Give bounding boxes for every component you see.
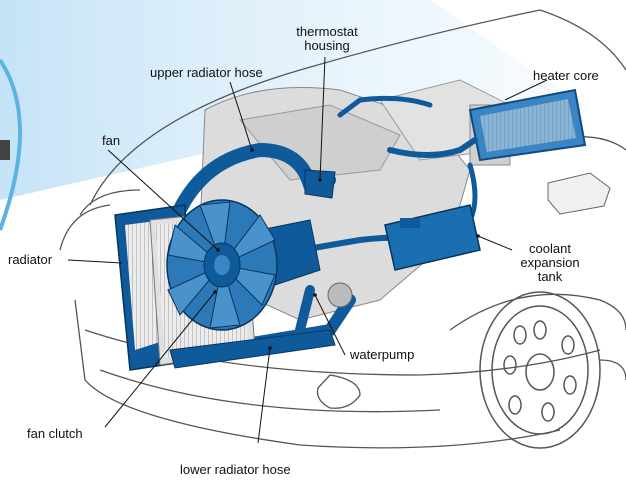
label-coolant-line2: expansion — [520, 255, 580, 270]
car-body — [59, 9, 626, 449]
label-thermostat-line1: thermostat — [296, 24, 358, 39]
label-fan: fan — [102, 133, 121, 148]
label-coolant-line1: coolant — [529, 241, 571, 256]
label-coolant-expansion-tank: coolant expansion tank — [508, 242, 592, 284]
label-waterpump: waterpump — [350, 347, 415, 362]
leader-lines — [67, 56, 548, 444]
label-upper-radiator-hose: upper radiator hose — [150, 65, 263, 80]
label-thermostat-line2: housing — [304, 38, 350, 53]
fan — [166, 199, 278, 331]
control-module — [547, 172, 611, 215]
label-lower-radiator-hose: lower radiator hose — [180, 462, 291, 477]
thermostat-housing — [304, 169, 336, 199]
label-radiator: radiator — [8, 252, 53, 267]
label-heater-core: heater core — [533, 68, 599, 83]
label-fan-clutch: fan clutch — [27, 426, 83, 441]
coolant-expansion-tank — [384, 204, 481, 271]
label-coolant-line3: tank — [537, 269, 563, 284]
label-thermostat-housing: thermostat housing — [292, 25, 362, 53]
heater-core — [468, 88, 587, 162]
magnifier-lens-ring — [0, 58, 22, 231]
front-wheel — [479, 291, 601, 449]
leader-dots — [213, 148, 480, 350]
